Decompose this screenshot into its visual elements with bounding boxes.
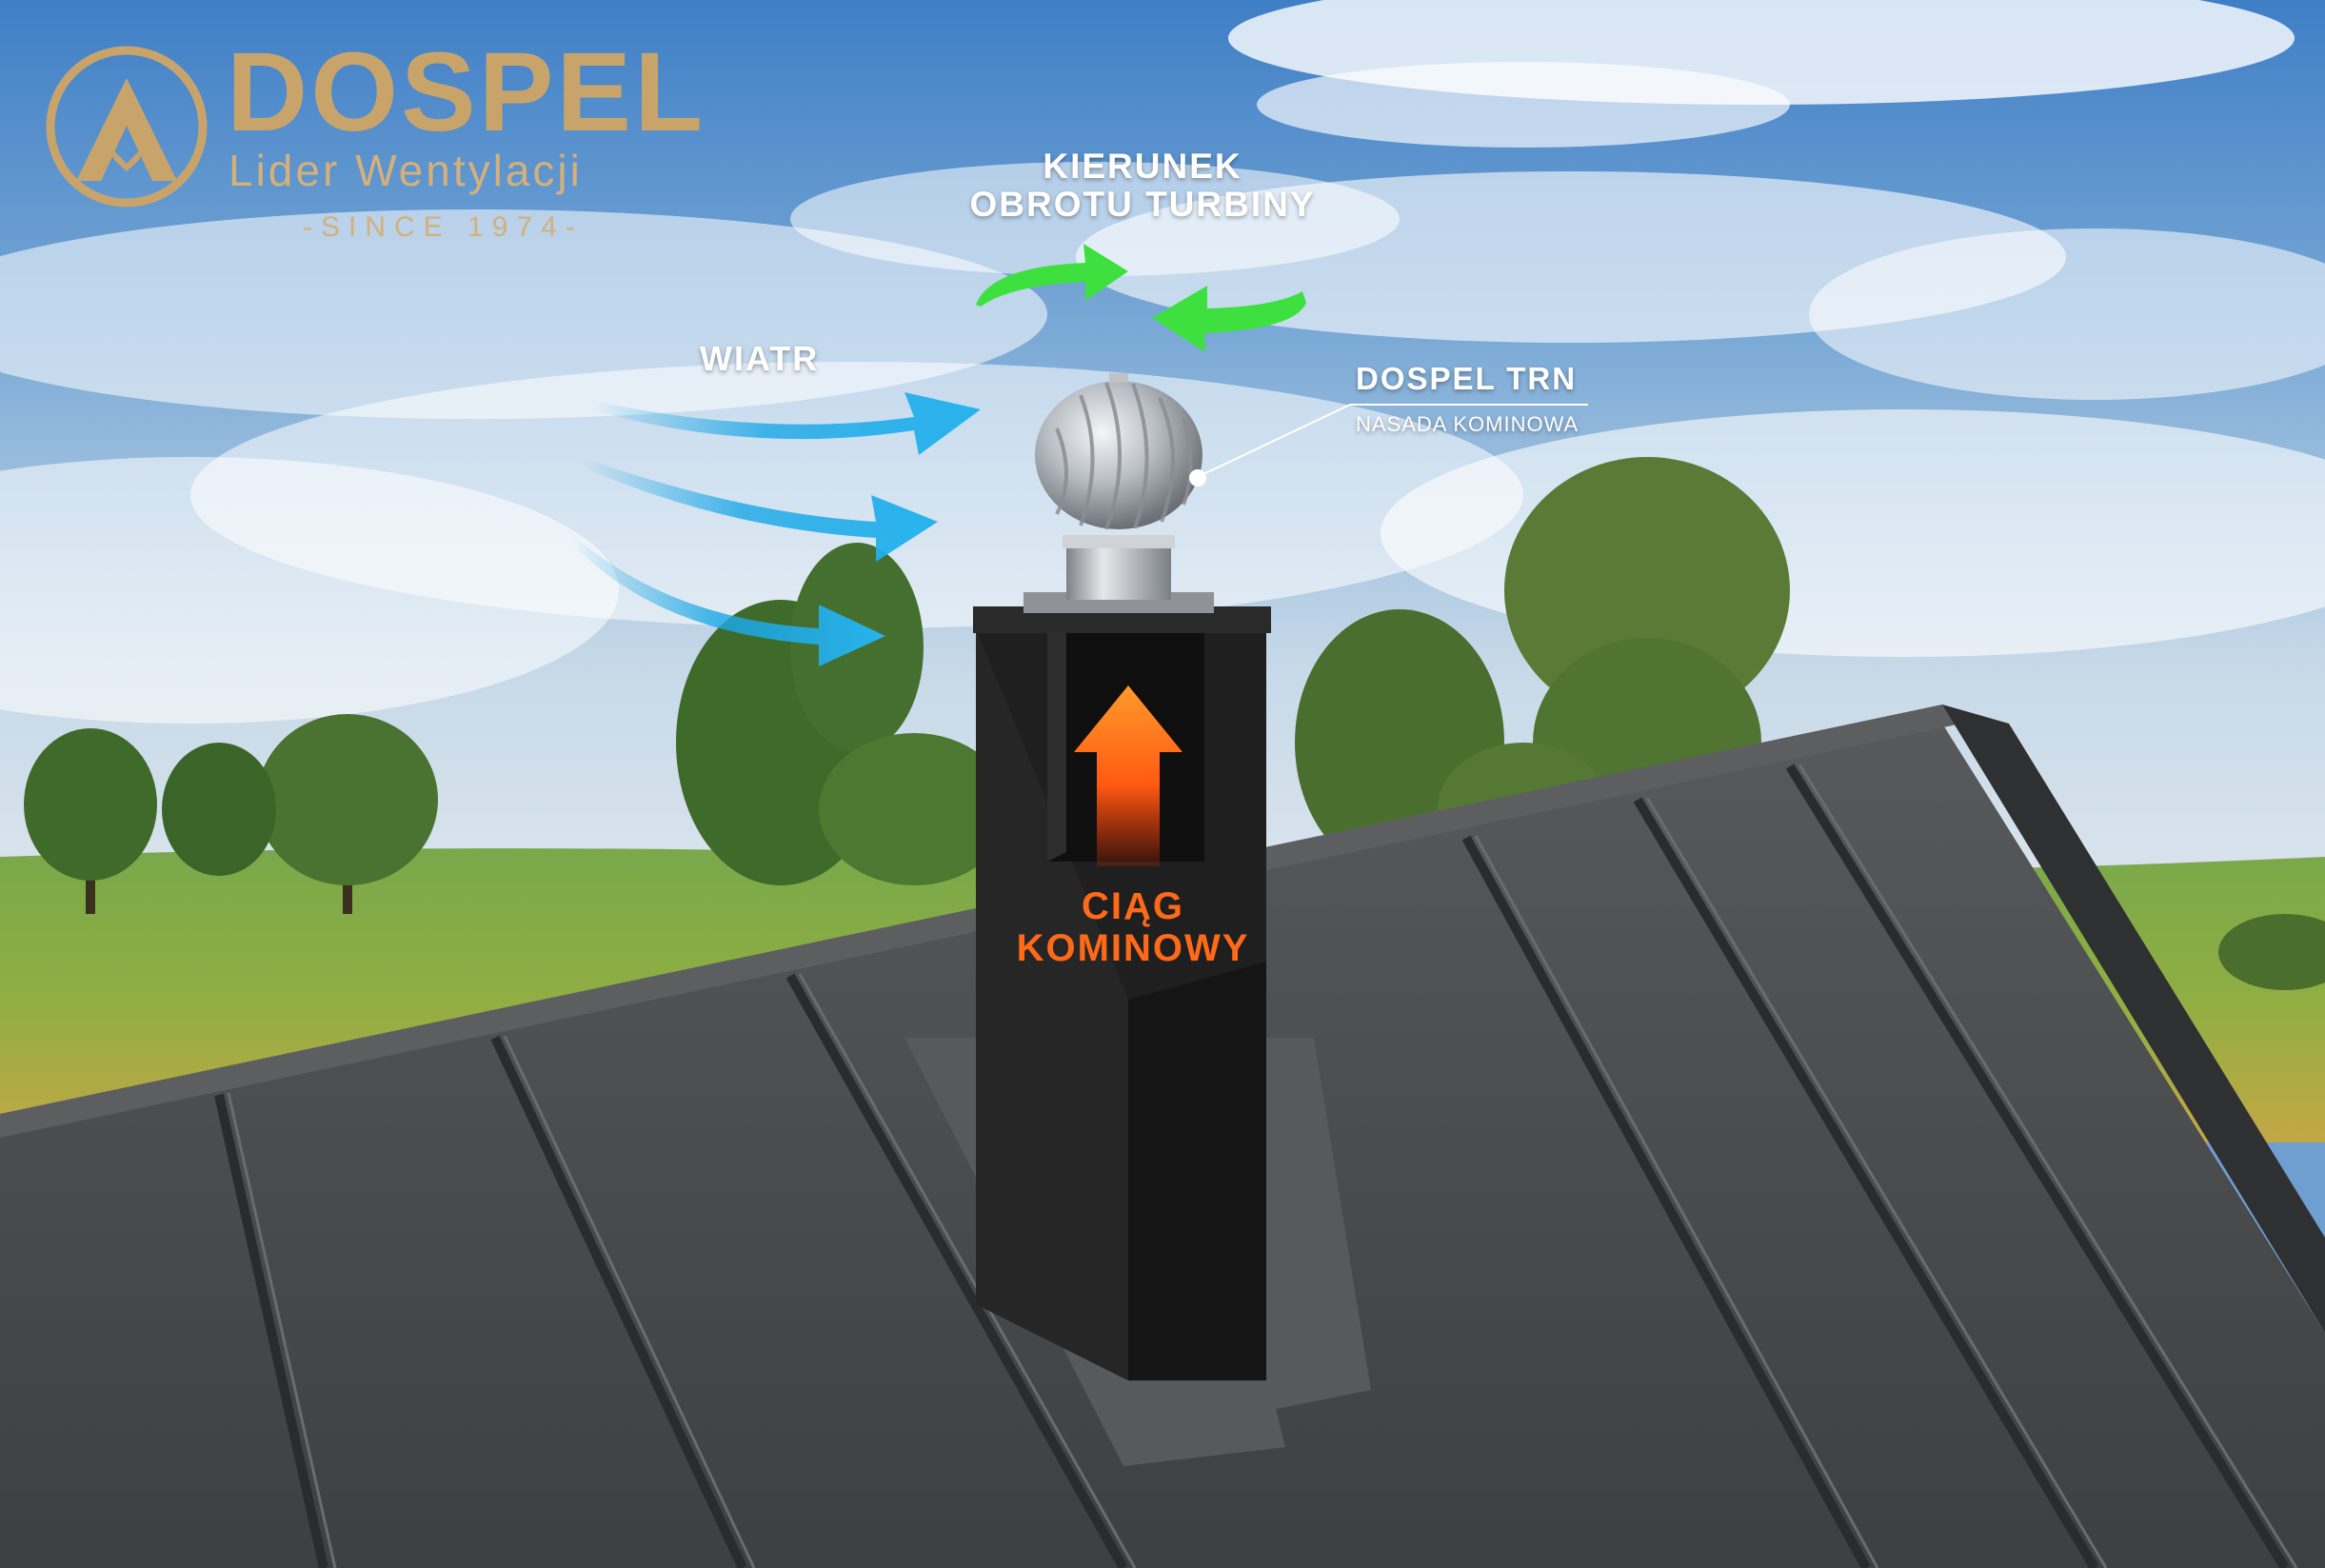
wind-label: WIATR: [700, 339, 820, 378]
brand-since: -SINCE 1974-: [303, 211, 584, 243]
roof-seam-highlights: [227, 764, 2298, 1568]
product-name-label: DOSPEL TRN: [1356, 361, 1578, 396]
draft-label: CIĄG KOMINOWY: [971, 885, 1295, 969]
trees: [24, 457, 2325, 990]
rotation-label-line2: OBROTU TURBINY: [969, 184, 1316, 224]
brand-tagline: Lider Wentylacji: [229, 146, 583, 195]
callout-dot: [1189, 469, 1206, 486]
wind-arrow-1: [590, 392, 981, 455]
rotation-arrow-right: [976, 244, 1128, 307]
roof-gable: [1942, 705, 2325, 1333]
roof-turbine: [1023, 373, 1214, 613]
rotation-arrow-left: [1152, 286, 1306, 352]
draft-label-line1: CIĄG: [1082, 885, 1184, 927]
callout-line: [1199, 404, 1588, 477]
draft-arrow: [1074, 685, 1182, 866]
rotation-arrows: [976, 244, 1306, 352]
brand-name: DOSPEL: [227, 30, 706, 155]
draft-label-line2: KOMINOWY: [1016, 927, 1250, 969]
mountain-emblem-icon: [46, 46, 208, 208]
wind-arrows: [571, 392, 981, 666]
rotation-label: KIERUNEK OBROTU TURBINY: [885, 148, 1400, 224]
wind-arrow-3: [571, 533, 885, 666]
product-desc-label: NASADA KOMINOWA: [1356, 412, 1580, 436]
chimney: [973, 606, 1271, 1380]
roof-seams: [214, 764, 2290, 1568]
wind-arrow-2: [581, 457, 938, 562]
rotation-label-line1: KIERUNEK: [1043, 147, 1242, 186]
